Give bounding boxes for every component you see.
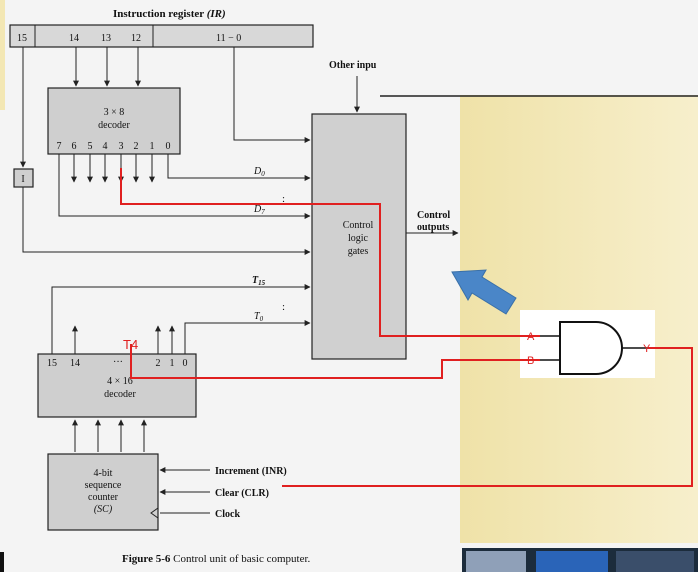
gate-input-a: A bbox=[527, 331, 535, 343]
dec4-out-14: 14 bbox=[70, 358, 80, 369]
instruction-register bbox=[9, 24, 314, 48]
ir-title: Instruction register (IR) bbox=[113, 8, 226, 20]
annotation-t4: T4 bbox=[123, 337, 138, 352]
dec3-out-4: 4 bbox=[103, 141, 108, 152]
left-edge-strip bbox=[0, 0, 5, 110]
thumbnail-3 bbox=[616, 551, 694, 572]
decoder-3x8-sub: decoder bbox=[98, 120, 130, 131]
decoder-3x8-name: 3 × 8 bbox=[104, 107, 125, 118]
dec3-out-6: 6 bbox=[72, 141, 77, 152]
decoder-4x16-name: 4 × 16 bbox=[107, 376, 133, 387]
dec4-out-15: 15 bbox=[47, 358, 57, 369]
ir-bit-11-0: 11 − 0 bbox=[216, 33, 241, 44]
t-dots: : bbox=[282, 301, 285, 313]
red-wire-d3 bbox=[120, 168, 540, 337]
clock-label: Clock bbox=[215, 509, 240, 520]
counter-line4: (SC) bbox=[94, 504, 113, 515]
figure-caption: Figure 5-6 Control unit of basic compute… bbox=[122, 553, 311, 565]
dec4-out-2: 2 bbox=[156, 358, 161, 369]
counter-line2: sequence bbox=[85, 480, 122, 491]
gate-output-y: Y bbox=[643, 343, 651, 355]
signal-d7: D7 bbox=[253, 204, 265, 216]
ir-bit-15: 15 bbox=[17, 33, 27, 44]
d-dots: : bbox=[282, 193, 285, 205]
signal-t15: T15 bbox=[252, 275, 266, 287]
dec4-out-dots: ··· bbox=[113, 357, 123, 368]
decoder-3x8 bbox=[47, 87, 181, 155]
dec3-out-2: 2 bbox=[134, 141, 139, 152]
flipflop-label: I bbox=[21, 174, 24, 185]
dec3-out-7: 7 bbox=[57, 141, 62, 152]
dec3-out-3: 3 bbox=[119, 141, 124, 152]
ir-bit-12: 12 bbox=[131, 33, 141, 44]
and-gate bbox=[559, 321, 623, 375]
increment-label: Increment (INR) bbox=[215, 466, 287, 477]
counter-line3: counter bbox=[88, 492, 119, 503]
red-wire-t4 bbox=[130, 344, 540, 379]
bottom-left-mark bbox=[0, 552, 4, 572]
ir-bit-14: 14 bbox=[69, 33, 79, 44]
thumbnail-1 bbox=[466, 551, 526, 572]
dec4-out-1: 1 bbox=[170, 358, 175, 369]
blue-pointer-arrow bbox=[451, 269, 517, 315]
control-line3: gates bbox=[348, 246, 369, 257]
thumbnail-2 bbox=[536, 551, 608, 572]
decoder-4x16 bbox=[37, 353, 197, 418]
ir-bit-13: 13 bbox=[101, 33, 111, 44]
signal-d0: D0 bbox=[253, 166, 265, 178]
dec4-out-0: 0 bbox=[183, 358, 188, 369]
control-line2: logic bbox=[348, 233, 369, 244]
signal-t0: T0 bbox=[254, 311, 264, 323]
dec3-out-5: 5 bbox=[88, 141, 93, 152]
control-line1: Control bbox=[343, 220, 374, 231]
decoder-4x16-sub: decoder bbox=[104, 389, 136, 400]
other-inputs-label: Other inpu bbox=[329, 60, 377, 71]
control-outputs-2: outputs bbox=[417, 222, 449, 233]
clear-label: Clear (CLR) bbox=[215, 488, 269, 499]
dec3-out-1: 1 bbox=[150, 141, 155, 152]
red-wire-clear bbox=[282, 347, 693, 487]
control-logic-gates bbox=[311, 113, 407, 360]
sequence-counter bbox=[47, 453, 159, 531]
dec3-out-0: 0 bbox=[166, 141, 171, 152]
gate-input-b: B bbox=[527, 355, 534, 367]
control-outputs-1: Control bbox=[417, 210, 450, 221]
counter-line1: 4-bit bbox=[94, 468, 113, 479]
